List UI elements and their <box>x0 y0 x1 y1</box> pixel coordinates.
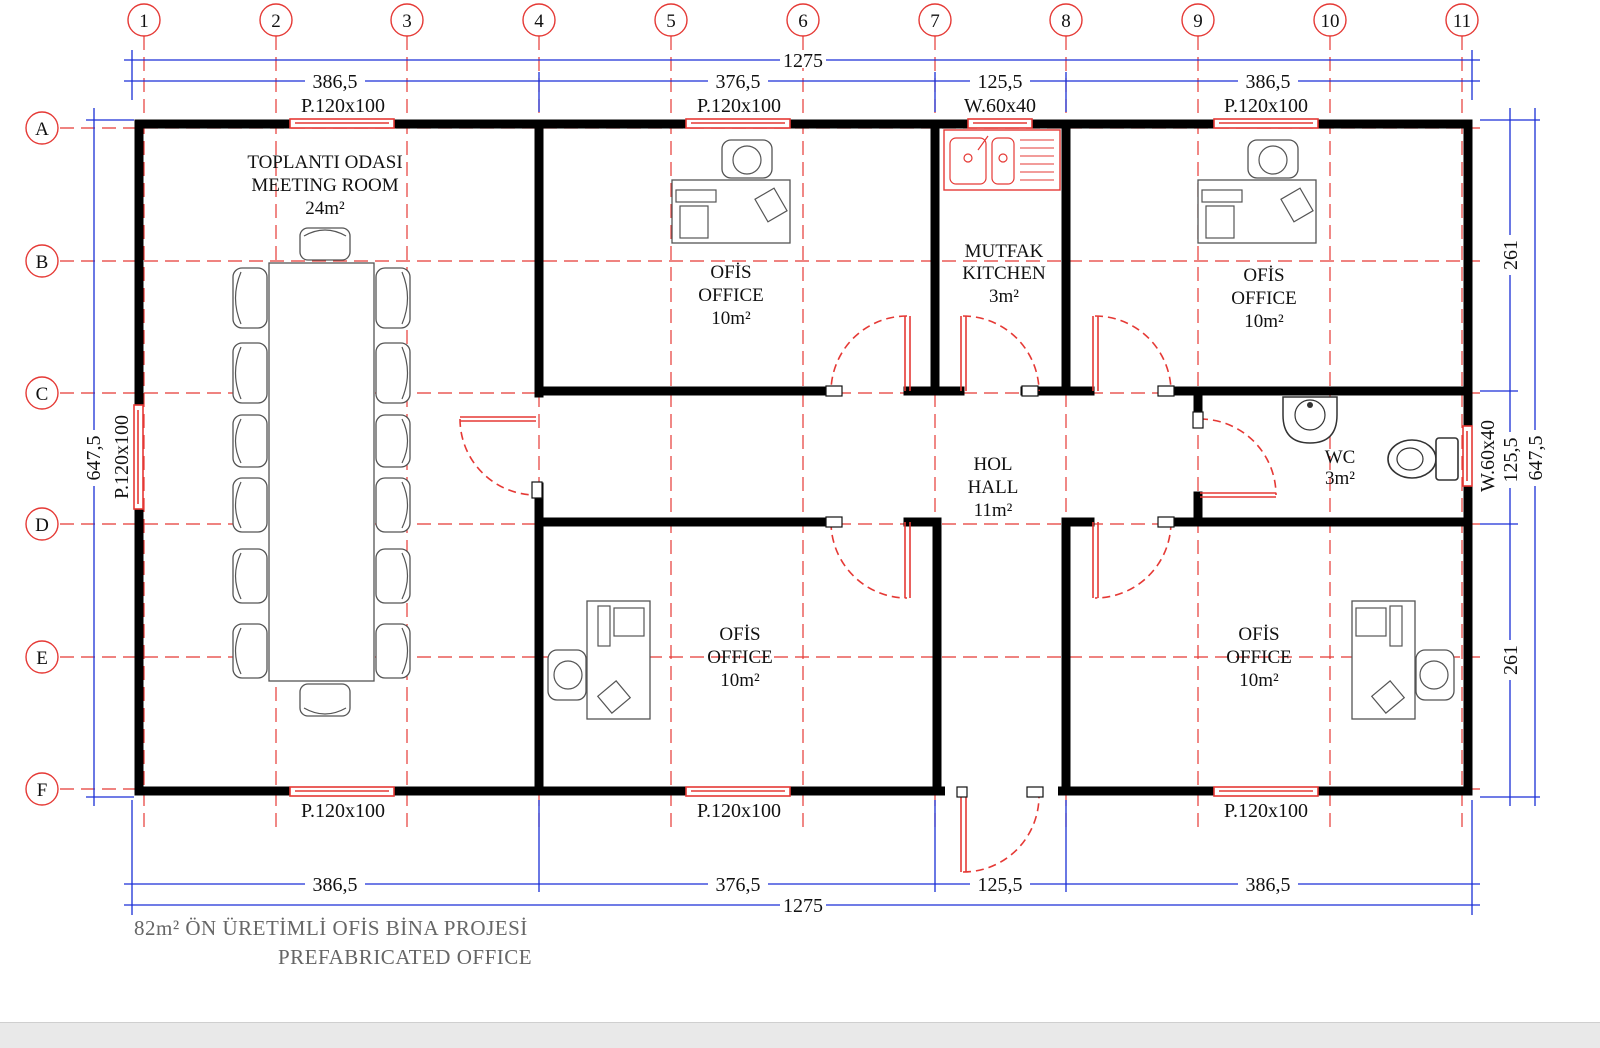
grid-bubbles-rows: A B C D E F <box>25 111 59 806</box>
grid-col-label: 9 <box>1193 11 1203 32</box>
room-name: WC <box>1325 447 1356 468</box>
grid-col-label: 6 <box>798 11 808 32</box>
opening-label: P.120x100 <box>1224 800 1308 822</box>
room-name-tr: HOL <box>973 454 1012 475</box>
room-area: 11m² <box>974 500 1013 521</box>
dim-right-seg-3: 261 <box>1500 645 1522 675</box>
room-name-tr: MUTFAK <box>965 241 1044 262</box>
room-area: 10m² <box>1239 670 1279 691</box>
room-name-en: OFFICE <box>698 285 763 306</box>
grid-col-label: 10 <box>1321 11 1340 32</box>
dim-top-seg-1: 386,5 <box>313 71 358 93</box>
opening-label: P.120x100 <box>301 800 385 822</box>
room-area: 10m² <box>1244 311 1284 332</box>
plan-title: 82m² ÖN ÜRETİMLİ OFİS BİNA PROJESİ <box>134 916 528 940</box>
room-area: 10m² <box>720 670 760 691</box>
room-name-tr: OFİS <box>1243 265 1284 286</box>
grid-col-label: 2 <box>271 11 281 32</box>
door-icon <box>825 315 911 397</box>
dim-bottom-seg-1: 386,5 <box>313 874 358 896</box>
dim-top-seg-4: 386,5 <box>1246 71 1291 93</box>
room-name-en: KITCHEN <box>962 263 1046 284</box>
desk-icon <box>547 139 1455 720</box>
room-name-en: HALL <box>968 477 1019 498</box>
dim-top-seg-2: 376,5 <box>716 71 761 93</box>
door-icon <box>459 416 543 499</box>
chair-icon <box>232 267 411 679</box>
dimension-texts: 1275 386,5 376,5 125,5 386,5 386,5 376,5… <box>83 50 1547 917</box>
dim-bottom-seg-2: 376,5 <box>716 874 761 896</box>
dim-right-seg-2: 125,5 <box>1500 438 1522 483</box>
dim-top-overall: 1275 <box>783 50 823 72</box>
opening-label: P.120x100 <box>697 800 781 822</box>
grid-row-label: D <box>35 515 49 536</box>
door-icon <box>1092 315 1175 397</box>
room-area: 10m² <box>711 308 751 329</box>
grid-col-label: 8 <box>1061 11 1071 32</box>
opening-labels: P.120x100 P.120x100 W.60x40 P.120x100 P.… <box>111 95 1499 822</box>
room-name-tr: TOPLANTI ODASI <box>247 152 402 173</box>
doors <box>459 315 1277 873</box>
grid-col-label: 1 <box>139 11 149 32</box>
room-area: 3m² <box>1325 468 1355 489</box>
kitchen-sink-icon <box>943 129 1061 191</box>
dim-bottom-seg-4: 386,5 <box>1246 874 1291 896</box>
grid-row-label: B <box>36 252 49 273</box>
opening-label: P.120x100 <box>1224 95 1308 117</box>
room-name-en: OFFICE <box>707 647 772 668</box>
windows <box>133 118 1473 797</box>
grid-row-label: E <box>36 648 48 669</box>
door-icon <box>960 315 1040 397</box>
dim-bottom-seg-3: 125,5 <box>978 874 1023 896</box>
opening-label: W.60x40 <box>1477 420 1499 492</box>
grid-col-label: 4 <box>534 11 544 32</box>
meeting-table-icon <box>268 227 375 717</box>
grid-col-label: 3 <box>402 11 412 32</box>
door-icon <box>825 516 911 599</box>
opening-label: W.60x40 <box>964 95 1036 117</box>
plan-subtitle: PREFABRICATED OFFICE <box>278 945 533 969</box>
dim-bottom-overall: 1275 <box>783 895 823 917</box>
grid-row-label: F <box>37 780 48 801</box>
room-name-en: OFFICE <box>1231 288 1296 309</box>
grid-row-label: A <box>35 119 49 140</box>
room-name-en: MEETING ROOM <box>251 175 398 196</box>
viewer-bottom-bar <box>0 1022 1600 1048</box>
dim-right-overall: 647,5 <box>1525 436 1547 481</box>
grid-bubbles-columns: 1 2 3 4 5 6 7 8 9 10 11 <box>127 3 1479 37</box>
room-area: 3m² <box>989 286 1019 307</box>
grid-row-label: C <box>36 384 49 405</box>
room-area: 24m² <box>305 198 345 219</box>
opening-label: P.120x100 <box>301 95 385 117</box>
room-labels: TOPLANTI ODASI MEETING ROOM 24m² OFİS OF… <box>247 152 1355 691</box>
opening-label: P.120x100 <box>697 95 781 117</box>
dim-left-overall: 647,5 <box>83 436 105 481</box>
dim-top-seg-3: 125,5 <box>978 71 1023 93</box>
grid-col-label: 11 <box>1453 11 1471 32</box>
dim-right-seg-1: 261 <box>1500 240 1522 270</box>
washbasin-icon <box>1282 396 1338 444</box>
room-name-tr: OFİS <box>719 624 760 645</box>
room-name-tr: OFİS <box>710 262 751 283</box>
grid-col-label: 7 <box>930 11 940 32</box>
grid-col-label: 5 <box>666 11 676 32</box>
opening-label: P.120x100 <box>111 415 133 499</box>
toilet-icon <box>1387 437 1459 481</box>
door-icon <box>1192 411 1277 498</box>
room-name-en: OFFICE <box>1226 647 1291 668</box>
door-icon <box>956 786 1044 873</box>
room-name-tr: OFİS <box>1238 624 1279 645</box>
door-icon <box>1092 516 1175 599</box>
